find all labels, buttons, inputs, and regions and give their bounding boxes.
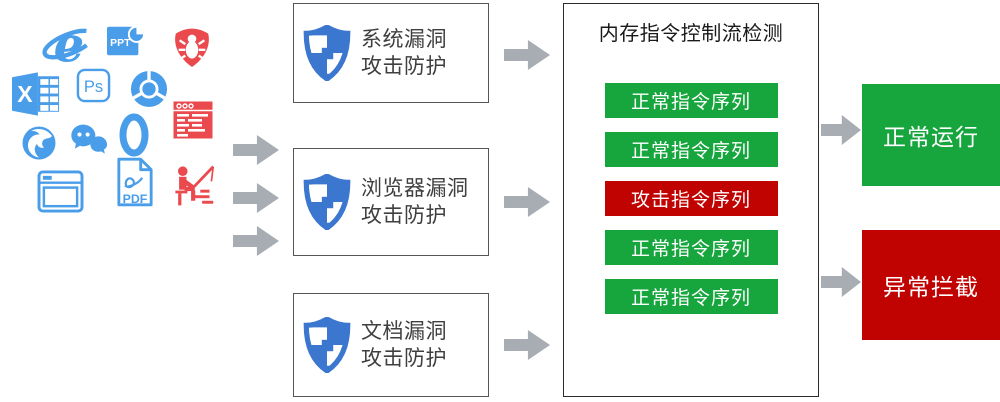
protection-box-label: 系统漏洞 攻击防护: [361, 26, 447, 80]
input-flow-arrow-1: [233, 135, 279, 165]
detection-panel-title: 内存指令控制流检测: [598, 23, 784, 45]
protection-box-document: 文档漏洞 攻击防护: [293, 293, 489, 397]
label-line1: 系统漏洞: [361, 28, 447, 51]
label-line2: 攻击防护: [361, 55, 447, 78]
wechat-icon: [70, 122, 108, 158]
input-flow-arrow-2: [233, 183, 279, 213]
ppt-glyph: PPT: [110, 38, 131, 49]
powerpoint-icon: PPT: [106, 22, 146, 60]
sequence-bar-2: 正常指令序列: [604, 132, 778, 167]
sequence-bar-4: 正常指令序列: [604, 230, 778, 265]
shield-icon: [302, 174, 352, 230]
ps-glyph: Ps: [84, 77, 103, 96]
instruction-sequence-list: 正常指令序列 正常指令序列 攻击指令序列 正常指令序列 正常指令序列: [564, 83, 818, 314]
pdf-glyph: PDF: [123, 192, 148, 206]
shield-icon: [302, 25, 352, 81]
label-line2: 攻击防护: [361, 347, 447, 370]
browser-window-icon: [37, 170, 84, 213]
sequence-bar-5: 正常指令序列: [604, 279, 778, 314]
detection-panel: 内存指令控制流检测 正常指令序列 正常指令序列 攻击指令序列 正常指令序列 正常…: [563, 3, 819, 397]
protection-box-browser: 浏览器漏洞 攻击防护: [293, 148, 489, 256]
mid-flow-arrow-2: [504, 187, 550, 217]
output-flow-arrow-1: [821, 115, 861, 145]
ie-glyph: e: [54, 18, 85, 72]
phishing-icon: [168, 163, 216, 209]
label-line2: 攻击防护: [361, 204, 447, 227]
attack-sources-cluster: e PPT: [0, 0, 232, 228]
shield-icon: [302, 317, 352, 373]
protection-box-label: 文档漏洞 攻击防护: [361, 318, 447, 372]
label-line1: 浏览器漏洞: [361, 177, 469, 200]
firefox-icon: [21, 125, 57, 161]
protection-box-system: 系统漏洞 攻击防护: [293, 3, 489, 103]
outcome-box-normal-run: 正常运行: [862, 84, 1000, 186]
malicious-code-icon: [172, 100, 214, 140]
label-line1: 文档漏洞: [361, 320, 447, 343]
photoshop-icon: Ps: [76, 68, 111, 103]
internet-explorer-icon: e: [42, 18, 96, 72]
protection-box-label: 浏览器漏洞 攻击防护: [361, 175, 469, 229]
sequence-bar-3: 攻击指令序列: [604, 181, 778, 216]
virus-bug-icon: [171, 26, 213, 68]
outcome-box-intercept: 异常拦截: [862, 230, 1000, 340]
opera-icon: [119, 113, 149, 157]
mid-flow-arrow-1: [504, 40, 550, 70]
mid-flow-arrow-3: [504, 330, 550, 360]
excel-icon: X: [12, 72, 60, 116]
excel-glyph: X: [17, 81, 33, 107]
input-flow-arrow-3: [233, 226, 279, 256]
output-flow-arrow-2: [821, 267, 861, 297]
sequence-bar-1: 正常指令序列: [604, 83, 778, 118]
chrome-icon: [130, 70, 168, 108]
pdf-document-icon: PDF: [116, 156, 154, 208]
